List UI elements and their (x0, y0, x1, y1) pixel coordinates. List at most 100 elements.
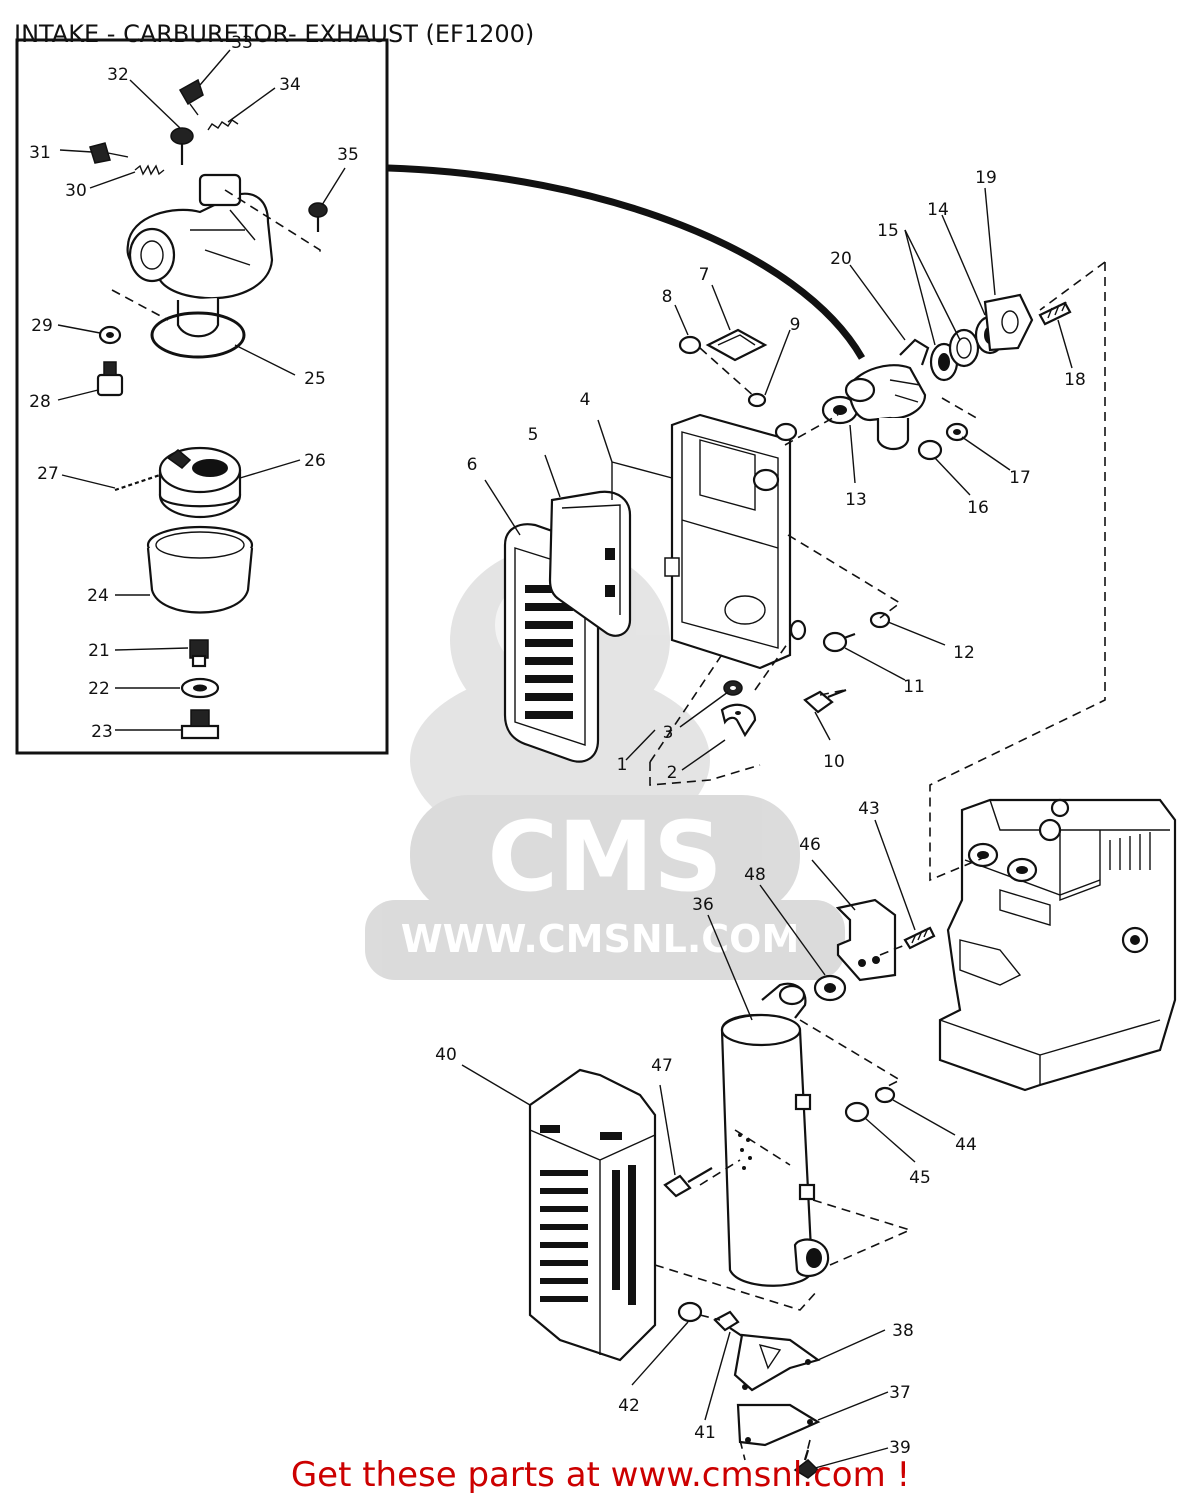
spring-34-part (207, 119, 239, 131)
engine-block-part (938, 798, 1177, 1092)
callout-35: 35 (337, 145, 359, 165)
drain-bolt-28-part (96, 361, 124, 397)
callout-5: 5 (528, 425, 539, 445)
callout-12: 12 (953, 643, 975, 663)
carburetor-body-part (126, 173, 274, 338)
carburetor-assembly-part (821, 338, 930, 451)
float-pin-27-part (114, 473, 161, 492)
inset-connector-line (387, 164, 866, 360)
watermark-url: WWW.CMSNL.COM (401, 917, 800, 961)
cms-watermark: CMS WWW.CMSNL.COM (365, 545, 845, 980)
bolt-23-part (180, 709, 220, 740)
callout-2: 2 (667, 763, 678, 783)
gasket-46-part (835, 898, 897, 982)
callout-42: 42 (618, 1396, 640, 1416)
callout-8: 8 (662, 287, 673, 307)
carburetor-inset-frame (15, 38, 389, 755)
callout-40: 40 (435, 1045, 457, 1065)
callout-11: 11 (903, 677, 925, 697)
callout-25: 25 (304, 369, 326, 389)
nut-48-part (813, 974, 847, 1002)
callout-24: 24 (87, 586, 109, 606)
callout-26: 26 (304, 451, 326, 471)
protector-slots (540, 1165, 636, 1305)
callout-29: 29 (31, 316, 53, 336)
callout-41: 41 (694, 1423, 716, 1443)
callout-46: 46 (799, 835, 821, 855)
washer-22-part (180, 677, 220, 699)
muffler-36-part (720, 982, 830, 1287)
callout-47: 47 (651, 1056, 673, 1076)
callout-6: 6 (467, 455, 478, 475)
callout-39: 39 (889, 1438, 911, 1458)
air-filter-element-5-part (548, 490, 632, 637)
callout-38: 38 (892, 1321, 914, 1341)
callout-36: 36 (692, 895, 714, 915)
callout-45: 45 (909, 1168, 931, 1188)
nut-16-part (917, 439, 943, 461)
callout-3: 3 (663, 723, 674, 743)
stud-bolt-18-part (1038, 301, 1072, 326)
callout-17: 17 (1009, 468, 1031, 488)
callout-4: 4 (580, 390, 591, 410)
muffler-protector-40-part (528, 1068, 657, 1362)
callout-28: 28 (29, 392, 51, 412)
callout-10: 10 (823, 752, 845, 772)
muffler-dots (738, 1133, 752, 1170)
callout-21: 21 (88, 641, 110, 661)
inset-leader-lines (57, 49, 346, 731)
stud-43-part (903, 926, 936, 950)
washer-44-part (874, 1086, 896, 1104)
callout-7: 7 (699, 265, 710, 285)
callout-43: 43 (858, 799, 880, 819)
washer-9-part (747, 392, 767, 408)
callout-15: 15 (877, 221, 899, 241)
callout-labels: 1 2 3 4 5 6 7 8 9 10 11 12 13 14 15 16 1… (29, 33, 1086, 1458)
float-bowl-24-part (146, 525, 254, 614)
callout-9: 9 (790, 315, 801, 335)
bracket-37-part (736, 1403, 821, 1447)
bolt-47-part (663, 1167, 713, 1198)
callout-1: 1 (617, 755, 628, 775)
bolt-11-part (822, 631, 856, 653)
bowl-screw-21-part (189, 639, 209, 668)
callout-22: 22 (88, 679, 110, 699)
callout-20: 20 (830, 249, 852, 269)
cover-louvers (525, 585, 573, 719)
screw-35-part (308, 202, 328, 232)
nut-42-part (677, 1301, 703, 1323)
clip-2-part (720, 703, 757, 738)
air-cleaner-case-part (664, 413, 798, 670)
callout-27: 27 (37, 464, 59, 484)
nut-45-part (844, 1101, 870, 1123)
screw-32-part (170, 127, 194, 165)
callout-37: 37 (889, 1383, 911, 1403)
spring-30-part (134, 164, 165, 176)
washer-12-part (869, 611, 891, 629)
callout-32: 32 (107, 65, 129, 85)
float-chamber-gasket-part (150, 311, 246, 359)
callout-31: 31 (29, 143, 51, 163)
nut-8-part (678, 335, 702, 355)
callout-48: 48 (744, 865, 766, 885)
float-26-part (158, 446, 242, 519)
callout-18: 18 (1064, 370, 1086, 390)
callout-34: 34 (279, 75, 301, 95)
diagram-title: INTAKE - CARBURETOR- EXHAUST (EF1200) (14, 20, 535, 48)
watermark-logo: CMS (487, 801, 722, 913)
flange-19-part (983, 293, 1034, 352)
insulator-15-part (948, 328, 980, 368)
bracket-7-part (705, 328, 768, 362)
callout-16: 16 (967, 498, 989, 518)
main-leader-lines (461, 187, 1106, 1469)
screw-31-part (89, 142, 129, 164)
callout-30: 30 (65, 181, 87, 201)
washer-29-part (98, 325, 122, 345)
footer-link-text[interactable]: Get these parts at www.cmsnl.com ! (290, 1455, 911, 1495)
washer-small-part (789, 619, 807, 641)
callout-33: 33 (231, 33, 253, 53)
callout-13: 13 (845, 490, 867, 510)
screw-33-part (178, 78, 204, 116)
callout-23: 23 (91, 722, 113, 742)
bracket-38-part (733, 1333, 821, 1392)
